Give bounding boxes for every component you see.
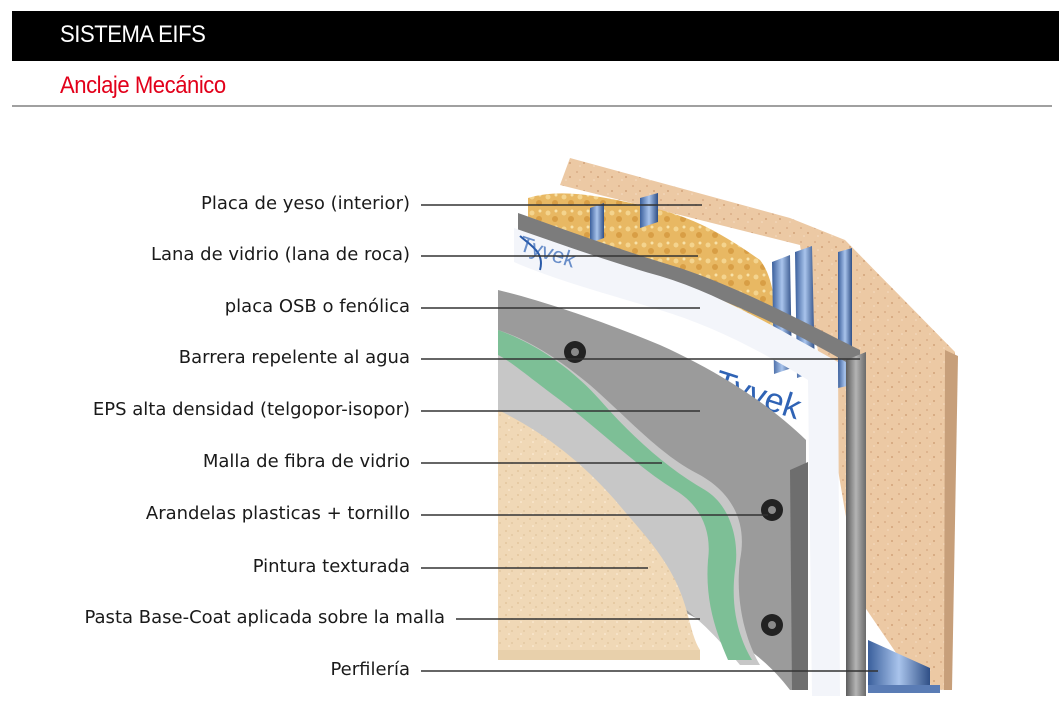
page-subtitle: Anclaje Mecánico xyxy=(60,72,226,99)
label-eps-board: EPS alta densidad (telgopor-isopor) xyxy=(92,399,410,420)
label-textured-paint: Pintura texturada xyxy=(252,556,410,577)
header-bar: SISTEMA EIFS xyxy=(12,11,1059,61)
label-gypsum-board: Placa de yeso (interior) xyxy=(201,193,410,214)
bottom-track-profile xyxy=(868,640,940,693)
base-coat-layer xyxy=(498,330,760,665)
leader-lines xyxy=(421,204,878,672)
plastic-washers-screws xyxy=(564,341,783,636)
header-divider xyxy=(12,105,1052,107)
label-fiberglass-mesh: Malla de fibra de vidrio xyxy=(202,451,410,472)
osb-board-layer xyxy=(518,213,866,696)
label-osb-board: placa OSB o fenólica xyxy=(224,296,410,317)
label-washers-screws: Arandelas plasticas + tornillo xyxy=(145,503,410,524)
label-profiles: Perfilería xyxy=(330,659,410,680)
label-glass-wool: Lana de vidrio (lana de roca) xyxy=(150,244,410,265)
fiberglass-mesh-layer xyxy=(498,330,752,660)
label-base-coat: Pasta Base-Coat aplicada sobre la malla xyxy=(84,607,445,628)
label-water-barrier: Barrera repelente al agua xyxy=(178,347,410,368)
textured-paint-layer xyxy=(498,410,700,660)
page-title: SISTEMA EIFS xyxy=(60,21,206,48)
